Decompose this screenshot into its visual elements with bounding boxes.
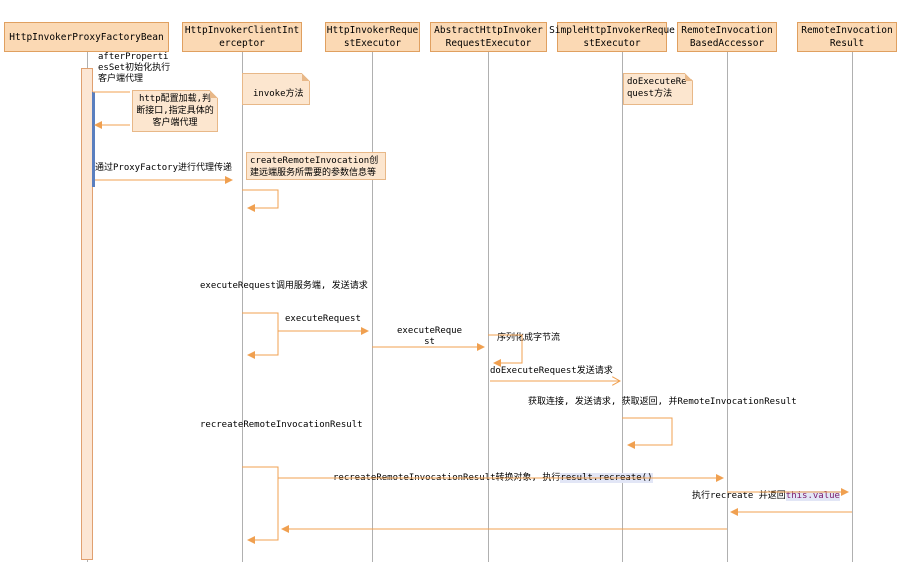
msg-get-connection: 获取连接, 发送请求, 获取返回, 并RemoteInvocationResul… (528, 397, 797, 407)
msg-execute-request: executeRequest (285, 314, 361, 324)
participant-abstract-request-executor: AbstractHttpInvoker RequestExecutor (430, 22, 547, 52)
participant-simple-request-executor: SimpleHttpInvokerReque stExecutor (549, 22, 675, 52)
participant-request-executor: HttpInvokerReque stExecutor (325, 22, 420, 52)
note-invoke: invoke方法 (242, 73, 310, 105)
participant-remote-invocation-accessor: RemoteInvocation BasedAccessor (677, 22, 777, 52)
msg-execute-request-2: executeReque st (397, 326, 463, 347)
activation-focus-bar (92, 92, 95, 187)
msg-exec-recreate-code: this.value (785, 491, 840, 501)
note-http-config: http配置加载,判 断接口,指定具体的 客户端代理 (132, 90, 218, 132)
lifeline-simple-request-executor (622, 52, 623, 562)
note-do-execute-request: doExecuteRe quest方法 (623, 73, 693, 105)
msg-recreate-convert: recreateRemoteInvocationResult转换对象, 执行re… (333, 462, 653, 484)
msg-recreate-convert-code: result.recreate() (560, 473, 653, 483)
lifeline-remote-invocation-result (852, 52, 853, 562)
lifeline-remote-invocation-accessor (727, 52, 728, 562)
lifeline-client-interceptor (242, 52, 243, 562)
participant-client-interceptor: HttpInvokerClientInt erceptor (182, 22, 302, 52)
msg-do-execute-request-send: doExecuteRequest发送请求 (490, 366, 613, 376)
msg-exec-recreate-prefix: 执行recreate 并返回 (692, 491, 786, 501)
lifeline-request-executor (372, 52, 373, 562)
msg-exec-recreate: 执行recreate 并返回this.value (692, 480, 840, 502)
msg-recreate-remote-invocation-result: recreateRemoteInvocationResult (200, 420, 363, 430)
activation-proxy-factory-bean (81, 68, 93, 560)
participant-remote-invocation-result: RemoteInvocation Result (797, 22, 897, 52)
arrow-self-execute (242, 312, 279, 359)
msg-serialize: 序列化成字节流 (497, 333, 561, 343)
msg-execute-request-call: executeRequest调用服务端, 发送请求 (200, 281, 368, 291)
arrow-self-recreate (242, 466, 279, 544)
note-create-remote-invocation: createRemoteInvocation创 建远端服务所需要的参数信息等 (246, 152, 386, 180)
msg-proxy-factory: 通过ProxyFactory进行代理传递 (95, 163, 233, 173)
msg-recreate-convert-prefix: recreateRemoteInvocationResult转换对象, 执行 (333, 473, 561, 483)
arrow-self-connection (622, 417, 673, 449)
participant-proxy-factory-bean: HttpInvokerProxyFactoryBean (4, 22, 169, 52)
arrow-self-create (242, 189, 279, 212)
lifeline-abstract-request-executor (488, 52, 489, 562)
note-after-properties-set: afterProperti esSet初始化执行 客户端代理 (98, 52, 171, 84)
